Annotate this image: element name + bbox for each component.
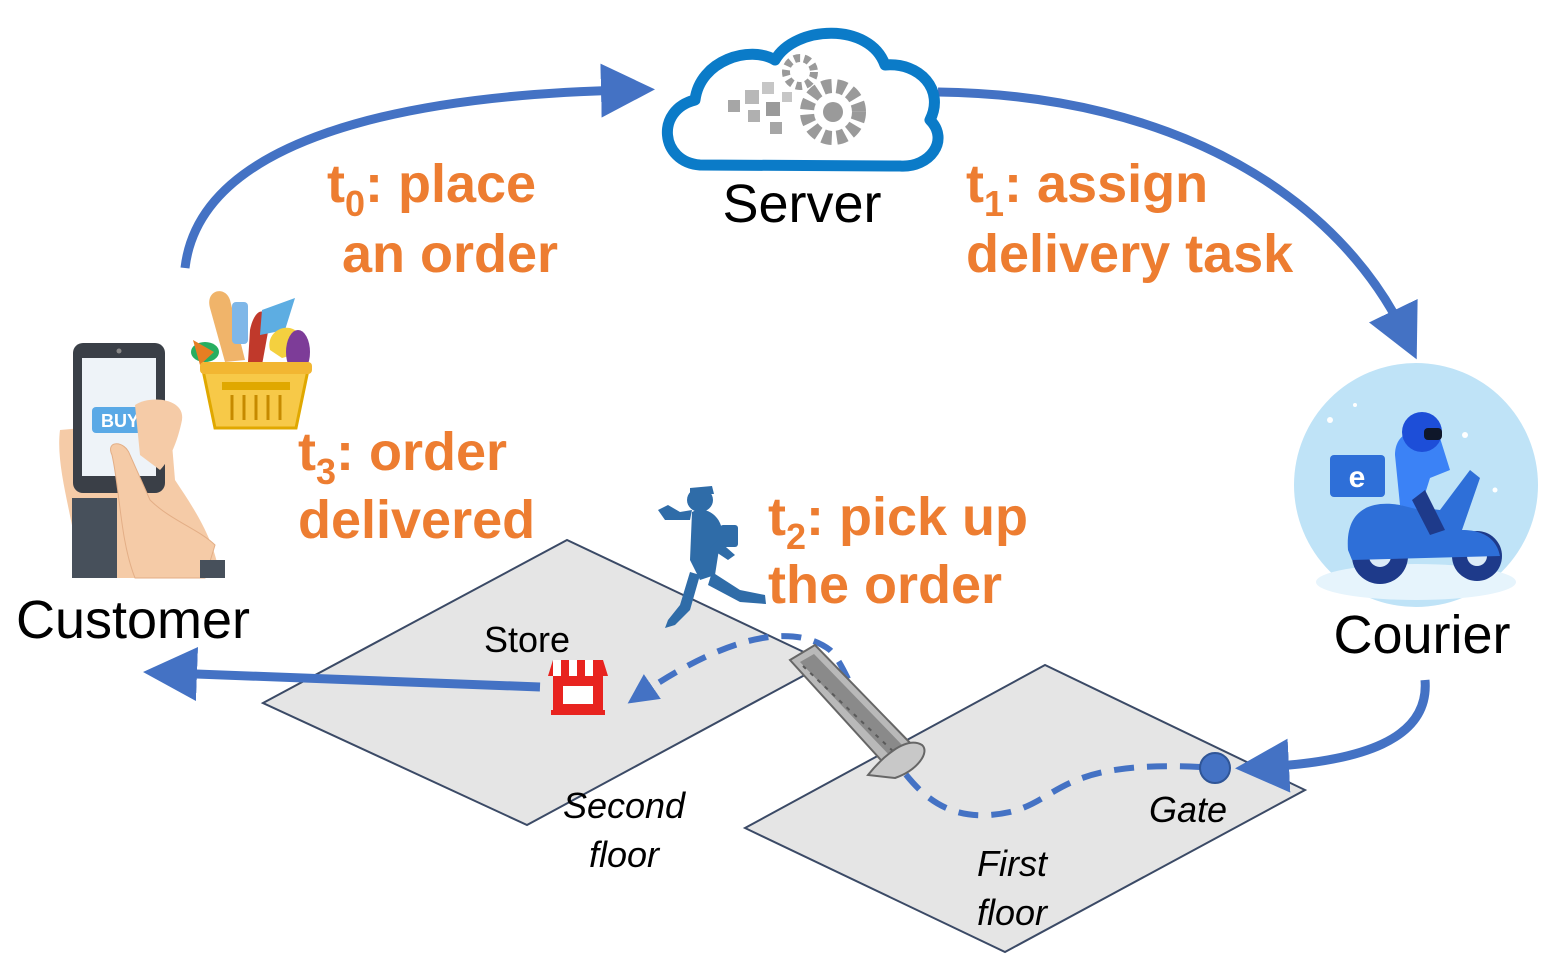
step-t3-label: t3: order delivered: [298, 422, 535, 550]
phone-hand-icon: BUY: [59, 343, 225, 579]
step-t0-label: t0: place an order: [327, 154, 558, 284]
svg-text:delivery task: delivery task: [966, 224, 1294, 284]
cloud-gear-icon: [662, 27, 944, 172]
second-floor-label-line1: Second: [563, 785, 686, 826]
svg-text:the order: the order: [768, 555, 1002, 615]
courier-label: Courier: [1333, 605, 1510, 665]
step-t2-label: t2: pick up the order: [768, 487, 1028, 615]
escalator-icon: [788, 643, 926, 780]
arrow-server-to-courier: [937, 87, 1418, 360]
first-floor-label-line1: First: [977, 843, 1049, 884]
gate-marker: [1199, 752, 1231, 784]
grocery-basket-icon: [191, 291, 312, 430]
server-label: Server: [722, 174, 881, 234]
svg-text:t0: place: t0: place: [327, 154, 536, 224]
store-label: Store: [484, 619, 570, 660]
delivery-box-logo: e: [1349, 461, 1366, 494]
scooter-courier-icon: e: [1294, 363, 1538, 607]
svg-text:t2: pick up: t2: pick up: [768, 487, 1028, 557]
svg-text:an order: an order: [342, 224, 558, 284]
running-courier-icon: [658, 486, 766, 628]
step-t1-label: t1: assign delivery task: [966, 154, 1294, 284]
first-floor-label-line2: floor: [977, 892, 1049, 933]
svg-text:delivered: delivered: [298, 490, 535, 550]
store-icon: [548, 660, 608, 715]
customer-label: Customer: [16, 590, 250, 650]
arrow-store-to-customer: [143, 647, 541, 702]
dashed-route-path: [627, 633, 1201, 819]
arrow-customer-to-server: [180, 63, 655, 269]
arrow-courier-to-gate: [1235, 679, 1430, 793]
svg-text:t1: assign: t1: assign: [966, 154, 1208, 224]
buy-label: BUY: [101, 411, 139, 431]
svg-text:t3: order: t3: order: [298, 422, 507, 492]
second-floor-label-line2: floor: [589, 834, 661, 875]
gate-label: Gate: [1149, 789, 1227, 830]
